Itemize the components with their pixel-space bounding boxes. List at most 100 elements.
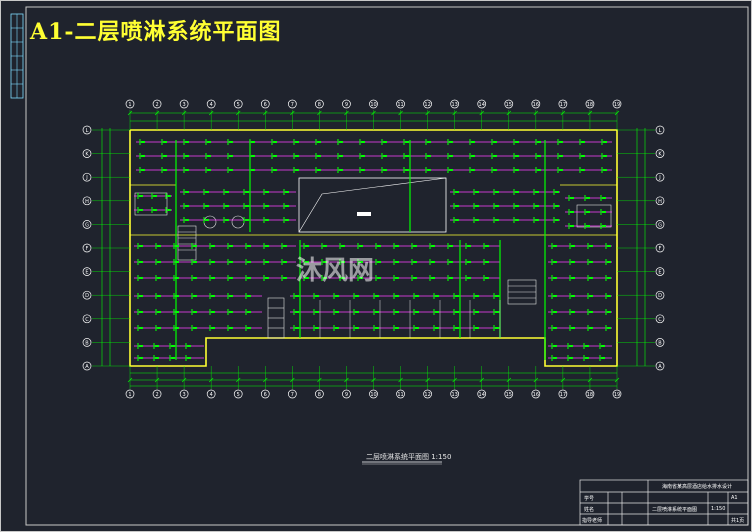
dim-tick [344,377,349,383]
svg-text:B: B [658,340,662,346]
sprinkler-head-mark [251,155,255,157]
sprinkler-head-mark [157,277,161,279]
axis-bubble-col-17-bottom: 17 [558,366,568,399]
title-block-page: 共1页 [731,518,745,524]
svg-text:K: K [85,152,89,158]
sprinkler-head-mark [395,327,399,329]
sprinkler-head-mark [163,169,167,171]
sprinkler-head-mark [553,261,557,263]
sprinkler-head-mark [175,261,179,263]
sprinkler-head-mark [553,245,557,247]
svg-text:B: B [85,340,89,346]
svg-text:9: 9 [345,392,348,398]
svg-text:7: 7 [291,102,294,108]
sprinkler-head-mark [585,357,589,359]
sprinkler-head-mark [185,141,189,143]
sprinkler-head-mark [395,261,399,263]
sprinkler-head-mark [515,219,519,221]
sprinkler-head-mark [607,245,611,247]
dim-tick [181,377,187,383]
sprinkler-head-mark [247,311,251,313]
sprinkler-head-mark [157,327,161,329]
svg-text:13: 13 [451,392,457,398]
axis-bubble-col-10-top: 10 [369,99,378,130]
sprinkler-head-mark [205,191,209,193]
sprinkler-head-mark [153,195,157,197]
dim-tick [317,377,322,383]
sprinkler-head-mark [305,277,309,279]
sprinkler-head-mark [607,327,611,329]
axis-bubble-col-6-top: 6 [260,99,270,130]
sprinkler-head-mark [225,205,229,207]
dim-tick [452,377,457,383]
sprinkler-head-mark [359,261,363,263]
sprinkler-head-mark [245,219,249,221]
sprinkler-head-mark [175,245,179,247]
dim-tick [452,110,457,116]
title-block-school: 海南省某高层酒店给水排水设计 [662,484,733,490]
svg-text:G: G [85,222,89,228]
sprinkler-head-mark [171,345,175,347]
axis-bubble-col-15-top: 15 [504,99,514,130]
axis-bubble-row-G-left: G [82,220,130,229]
sprinkler-head-mark [211,295,215,297]
sprinkler-head-mark [211,327,215,329]
sprinkler-head-mark [515,205,519,207]
sprinkler-head-mark [431,245,435,247]
sprinkler-head-mark [471,141,475,143]
sprinkler-head-mark [535,191,539,193]
sprinkler-head-mark [607,261,611,263]
svg-text:H: H [85,199,89,205]
sprinkler-head-mark [495,205,499,207]
axis-bubble-row-B-right: B [617,338,665,347]
sprinkler-head-mark [283,245,287,247]
svg-text:J: J [658,175,660,181]
axis-bubble-row-L-right: L [617,125,665,135]
svg-text:L: L [659,128,662,134]
dim-tick [208,110,214,116]
sprinkler-head-mark [335,327,339,329]
sprinkler-head-mark [485,261,489,263]
sprinkler-head-mark [295,311,299,313]
axis-grid: 1122334455667788991010111112121313141415… [82,99,665,399]
sprinkler-head-mark [607,311,611,313]
dim-tick [398,377,403,383]
axis-bubble-row-B-left: B [82,338,130,347]
stair-cores [134,192,612,339]
axis-bubble-col-5-top: 5 [233,99,243,130]
sprinkler-head-mark [553,277,557,279]
sprinkler-head-mark [569,345,573,347]
sprinkler-head-mark [431,277,435,279]
axis-bubble-row-A-right: A [617,361,665,371]
axis-bubble-col-9-bottom: 9 [342,366,351,399]
sprinkler-head-mark [361,141,365,143]
axis-bubble-row-D-left: D [82,290,130,300]
sprinkler-head-mark [455,295,459,297]
svg-text:13: 13 [451,102,457,108]
sprinkler-head-mark [317,169,321,171]
dim-tick [614,377,620,383]
sprinkler-head-mark [157,245,161,247]
axis-bubble-col-18-top: 18 [585,99,595,130]
dim-tick [425,377,430,383]
axis-bubble-col-7-bottom: 7 [287,366,297,399]
sprinkler-head-mark [245,191,249,193]
sprinkler-head-mark [335,295,339,297]
sprinkler-head-mark [251,169,255,171]
sprinkler-head-mark [341,277,345,279]
svg-text:17: 17 [560,392,566,398]
sprinkler-head-mark [607,277,611,279]
sprinkler-head-mark [139,195,143,197]
sprinkler-head-mark [211,261,215,263]
sprinkler-head-mark [211,245,215,247]
sprinkler-head-mark [455,191,459,193]
axis-bubble-col-19-top: 19 [612,99,622,130]
sprinkler-head-mark [375,311,379,313]
sprinkler-head-mark [285,191,289,193]
axis-bubble-col-16-bottom: 16 [531,366,541,399]
sprinkler-head-mark [581,169,585,171]
sprinkler-head-mark [355,327,359,329]
sprinkler-head-mark [413,261,417,263]
sprinkler-head-mark [273,169,277,171]
